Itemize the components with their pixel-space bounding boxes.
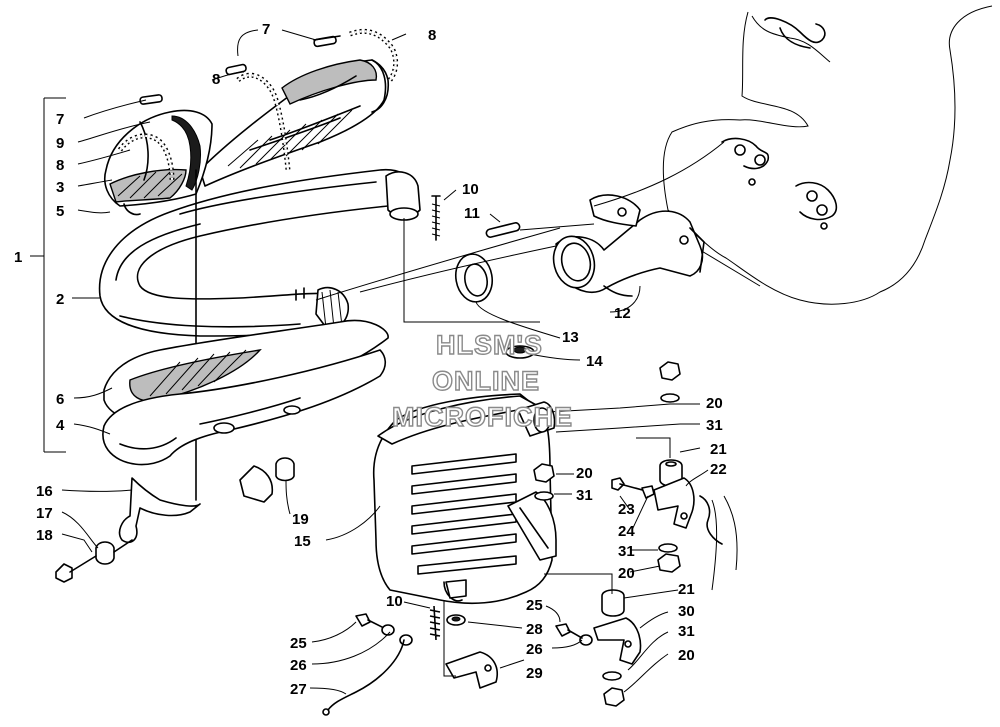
callout-24: 24 — [618, 523, 635, 540]
leader-lines — [30, 29, 725, 695]
callout-26a: 26 — [526, 641, 543, 658]
callout-20d: 20 — [678, 647, 695, 664]
callout-31a: 31 — [706, 417, 723, 434]
watermark-line-1: HLSM'S — [436, 330, 543, 360]
callout-3: 3 — [56, 179, 64, 196]
callout-5: 5 — [56, 203, 64, 220]
mounting-hardware-right — [533, 361, 738, 707]
callout-17: 17 — [36, 505, 53, 522]
callout-13: 13 — [562, 329, 579, 346]
callout-29: 29 — [526, 665, 543, 682]
exhaust-manifold — [552, 194, 705, 297]
callout-12: 12 — [614, 305, 631, 322]
callout-16: 16 — [36, 483, 53, 500]
callout-8c: 8 — [428, 27, 436, 44]
callout-8a: 8 — [56, 157, 64, 174]
callout-15: 15 — [294, 533, 311, 550]
callout-25b: 25 — [290, 635, 307, 652]
callout-20a: 20 — [706, 395, 723, 412]
mounting-hardware-bottom — [322, 605, 498, 716]
callout-20b: 20 — [576, 465, 593, 482]
callout-6: 6 — [56, 391, 64, 408]
watermark-line-2: ONLINE — [432, 366, 540, 396]
callout-20c: 20 — [618, 565, 635, 582]
callout-7b: 7 — [262, 21, 270, 38]
callout-4: 4 — [56, 417, 65, 434]
springs-and-chains — [117, 28, 399, 181]
muffler-silencer — [372, 393, 557, 605]
callout-19: 19 — [292, 511, 309, 528]
callout-18: 18 — [36, 527, 53, 544]
callout-labels: 1 2 3 4 5 6 7 7 8 8 8 9 10 10 11 12 13 1… — [14, 21, 727, 698]
engine-outline — [662, 5, 993, 305]
callout-31d: 31 — [678, 623, 695, 640]
callout-21b: 21 — [678, 581, 695, 598]
callout-7a: 7 — [56, 111, 64, 128]
callout-21a: 21 — [710, 441, 727, 458]
callout-27: 27 — [290, 681, 307, 698]
callout-26b: 26 — [290, 657, 307, 674]
watermark-line-3: MICROFICHE — [392, 402, 573, 432]
callout-23: 23 — [618, 501, 635, 518]
callout-30: 30 — [678, 603, 695, 620]
callout-1: 1 — [14, 249, 22, 266]
exhaust-pipe — [98, 168, 421, 501]
callout-25a: 25 — [526, 597, 543, 614]
callout-28: 28 — [526, 621, 543, 638]
callout-31c: 31 — [618, 543, 635, 560]
callout-22: 22 — [710, 461, 727, 478]
muffler-cover — [199, 59, 390, 187]
callout-10b: 10 — [386, 593, 403, 610]
callout-2: 2 — [56, 291, 64, 308]
callout-11: 11 — [464, 205, 480, 222]
callout-10a: 10 — [462, 181, 479, 198]
gaskets — [454, 253, 535, 359]
callout-9: 9 — [56, 135, 64, 152]
callout-8b: 8 — [212, 71, 220, 88]
lower-heat-shields — [102, 319, 389, 466]
callout-31b: 31 — [576, 487, 593, 504]
springs-top — [431, 195, 521, 241]
heat-shield-end — [104, 109, 213, 216]
mounting-hardware-left — [55, 457, 295, 583]
watermark: HLSM'S ONLINE MICROFICHE — [391, 329, 573, 432]
callout-14: 14 — [586, 353, 603, 370]
